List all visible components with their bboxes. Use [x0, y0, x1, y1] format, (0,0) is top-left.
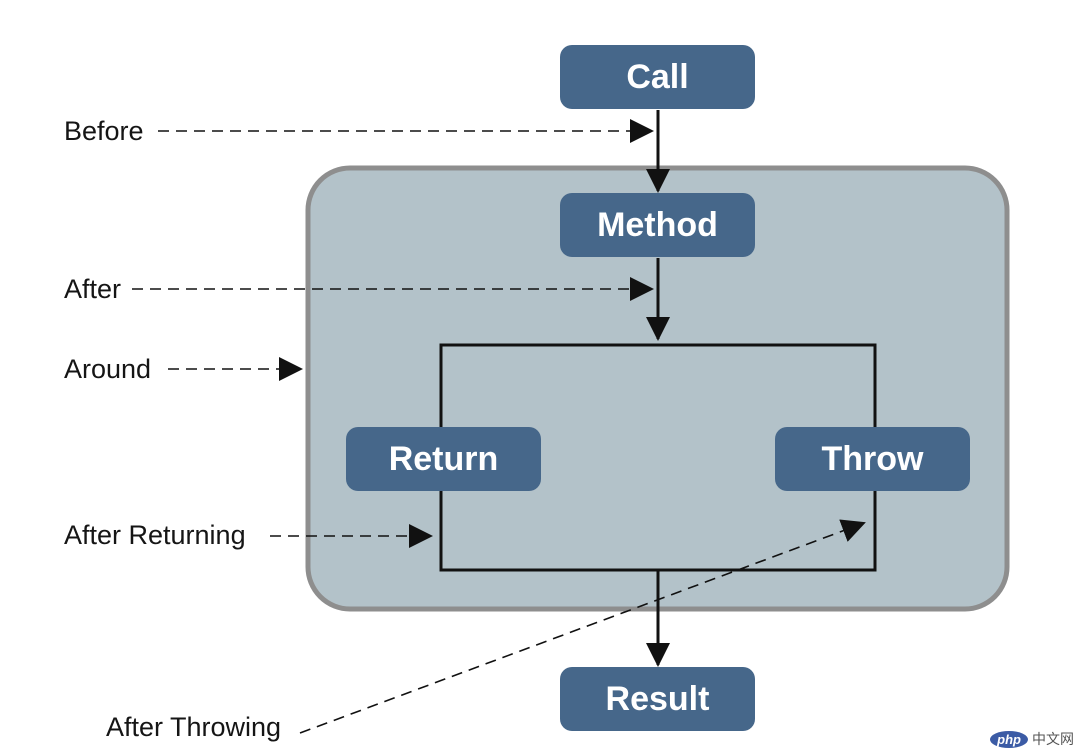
after-label: After: [64, 274, 122, 304]
after-throwing-dashed-arrow: [299, 519, 866, 734]
method-node: Method: [560, 193, 755, 257]
before-label: Before: [64, 116, 144, 146]
return-node: Return: [346, 427, 541, 491]
throw-node: Throw: [775, 427, 970, 491]
after-throwing-label: After Throwing: [106, 712, 282, 742]
watermark-badge: php: [990, 730, 1028, 748]
around-label: Around: [64, 354, 152, 384]
watermark: php 中文网: [990, 729, 1074, 749]
result-node: Result: [560, 667, 755, 731]
call-node: Call: [560, 45, 755, 109]
watermark-text: 中文网: [1032, 731, 1074, 747]
after-returning-label: After Returning: [64, 520, 246, 550]
